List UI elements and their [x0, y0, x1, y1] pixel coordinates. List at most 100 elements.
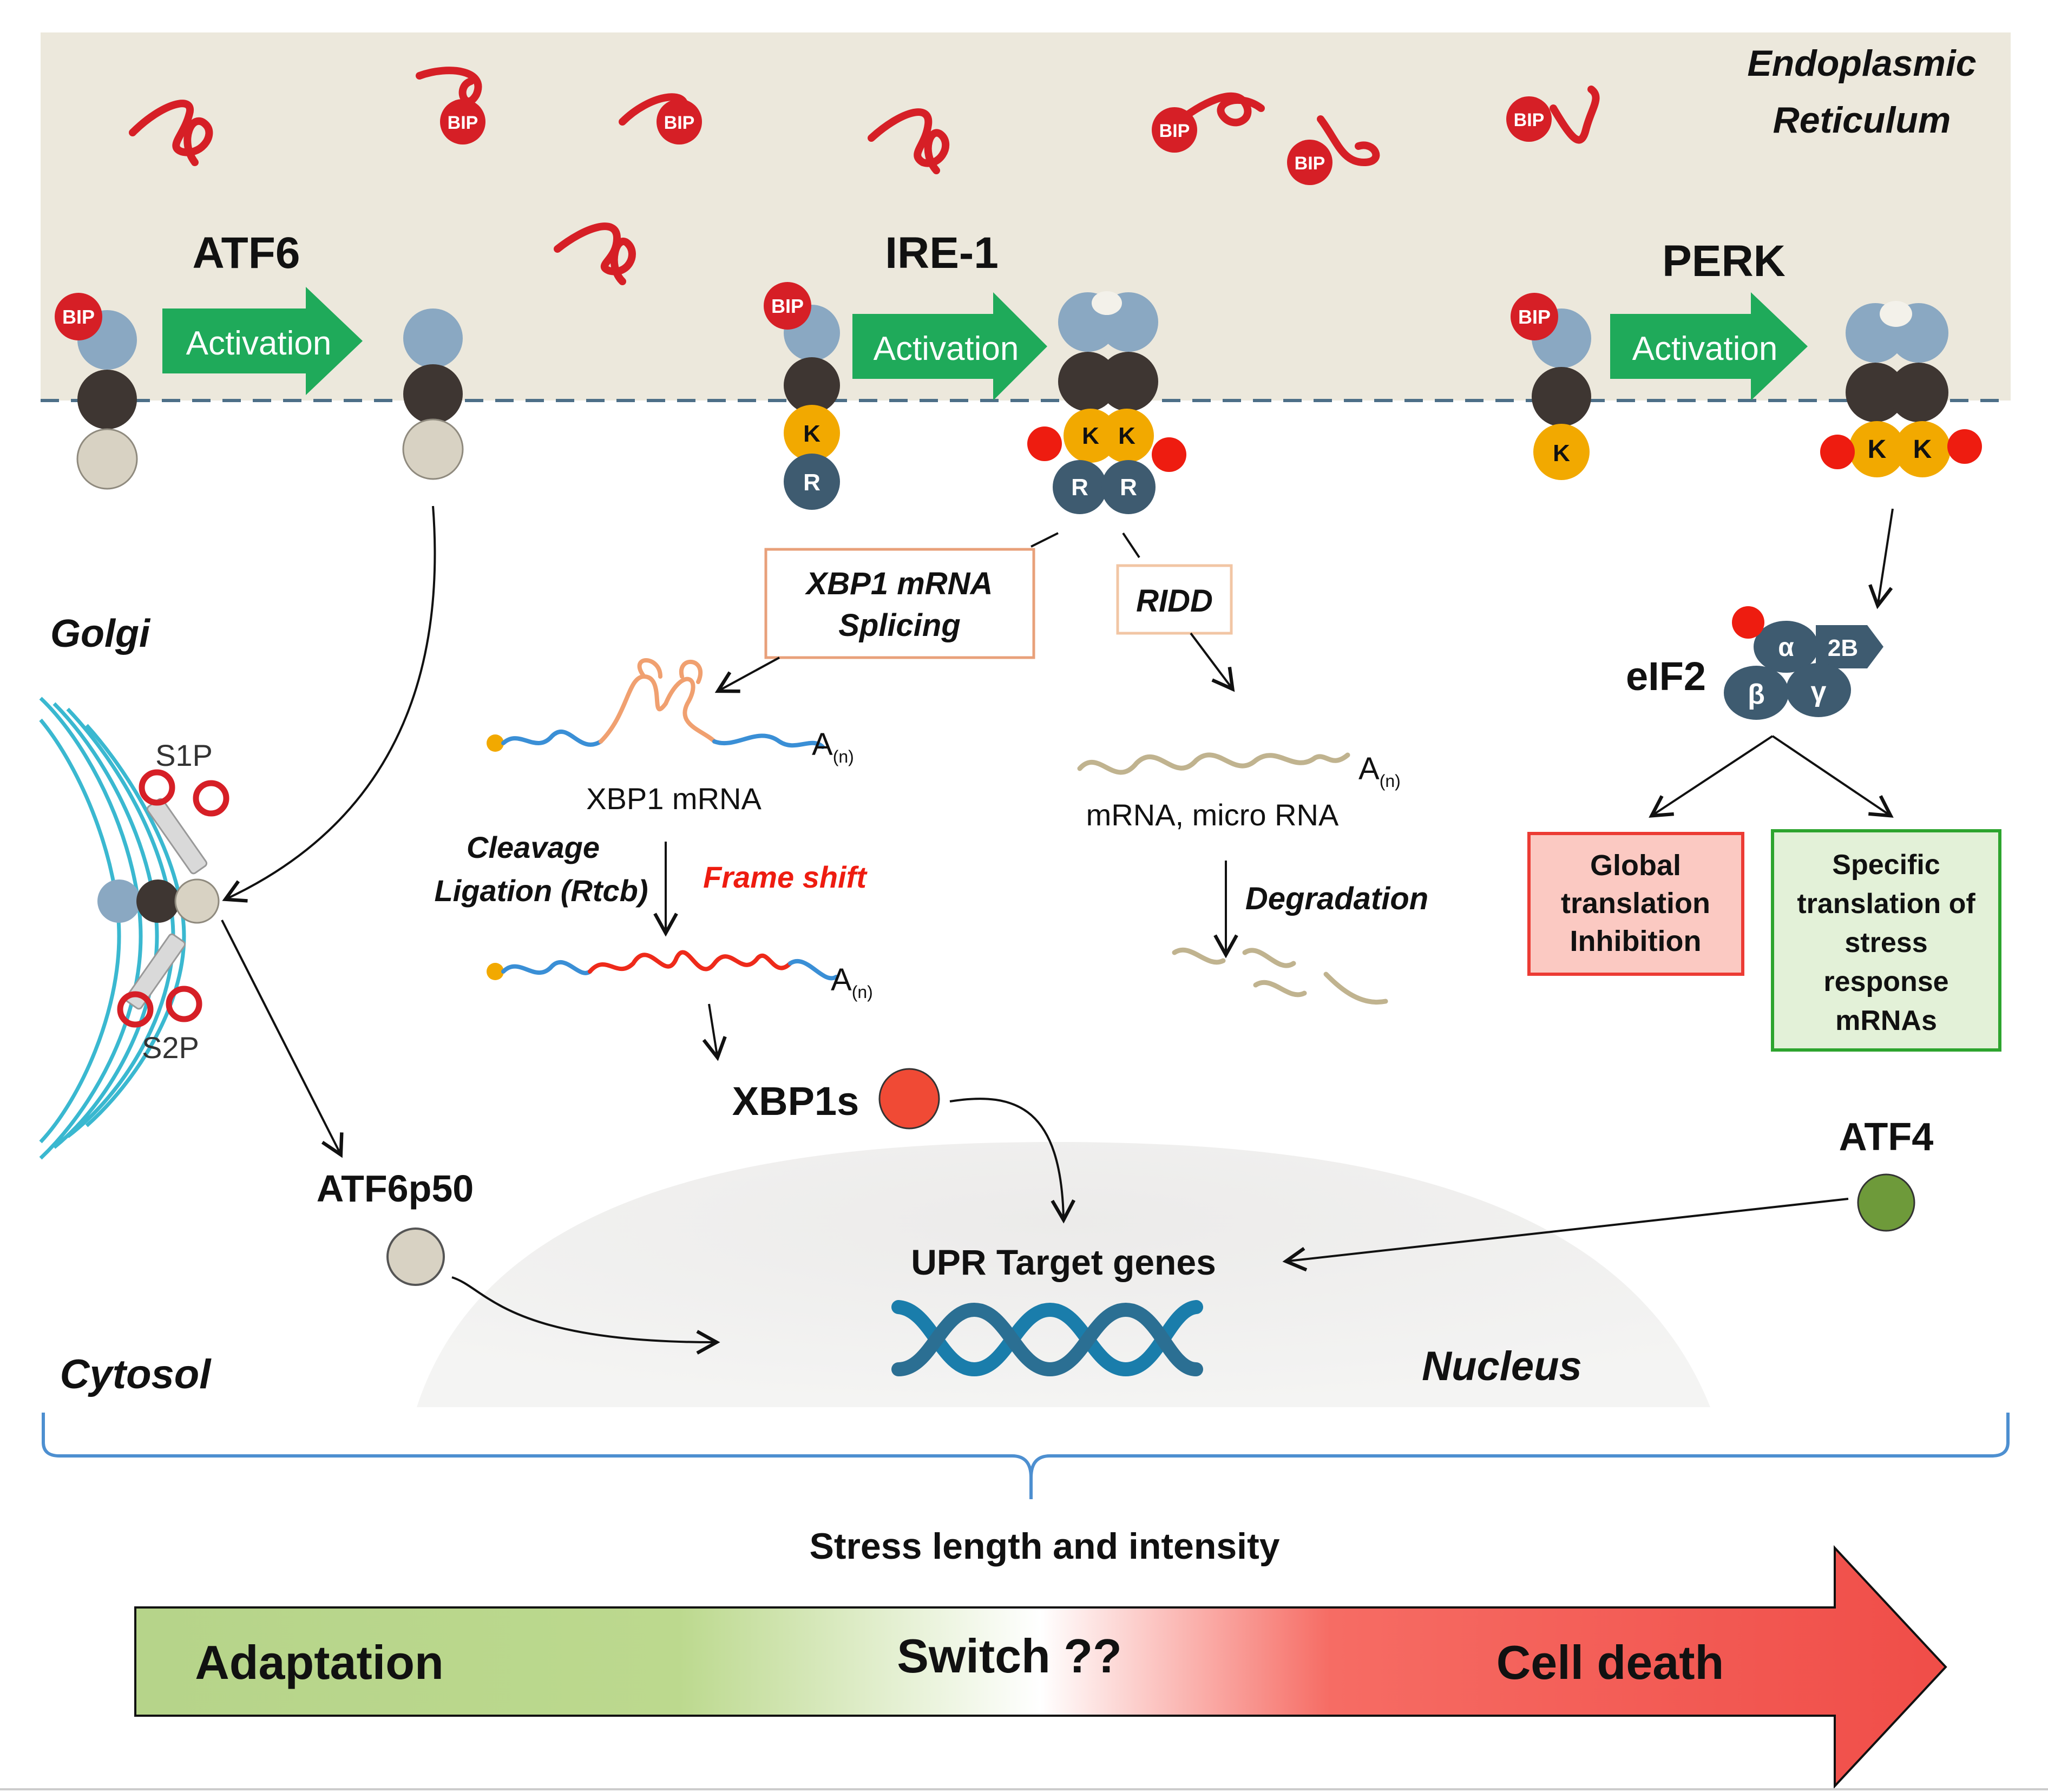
tm-domain [1846, 363, 1905, 422]
tm-domain [77, 370, 137, 429]
er-label-line2: Reticulum [1773, 100, 1951, 141]
activation-label: Activation [874, 330, 1019, 367]
tm-domain [403, 364, 463, 424]
s1p-protease: S1P [139, 738, 229, 875]
atf6p50-protein [386, 1228, 445, 1286]
er-label: Endoplasmic [1747, 43, 1976, 84]
golgi-to-atf6p50-arrow [221, 920, 344, 1158]
eif2-beta [1724, 666, 1789, 720]
bip-label: BIP [1295, 153, 1325, 174]
atf6-inactive: BIP [55, 293, 138, 490]
bip-label: BIP [62, 306, 95, 328]
nucleus-label: Nucleus [1422, 1343, 1582, 1389]
unfolded-protein [416, 67, 482, 106]
ire1-activation-arrow: Activation [852, 292, 1047, 401]
specific-box-text: Specific [1832, 849, 1940, 881]
ire1-title: IRE-1 [885, 228, 999, 278]
bip-chaperone [1287, 140, 1332, 185]
bip-bound [55, 293, 102, 340]
perk-title: PERK [1662, 237, 1786, 286]
bip-label: BIP [1514, 110, 1545, 130]
atf6-title: ATF6 [193, 228, 300, 278]
outcome-arrow [134, 1545, 1947, 1789]
cytosolic-domain [174, 878, 220, 924]
free-bip-group: BIP BIP BIP BIP BIP [440, 96, 1552, 185]
stress-brace [42, 1413, 2010, 1499]
poly-a-tail: A(n) [812, 727, 854, 766]
unfolded-protein [554, 222, 636, 285]
tm-domain [1889, 363, 1948, 422]
phospho-site [1947, 429, 1982, 464]
phospho-site [1027, 426, 1062, 461]
bip-label: BIP [448, 113, 478, 133]
xbp1-splicing-label: XBP1 mRNA [805, 566, 993, 601]
rnase-domain [1101, 460, 1156, 514]
tm-domain [1099, 352, 1158, 411]
ire1-to-ridd-line [1122, 532, 1140, 559]
global-box-text: translation [1561, 887, 1710, 920]
upr-target-genes-label: UPR Target genes [911, 1242, 1216, 1282]
kinase-label: K [1553, 440, 1570, 467]
bip-label: BIP [664, 113, 695, 133]
rnase-label: R [803, 469, 820, 496]
eif2b [1816, 625, 1883, 668]
perk-inactive: K BIP [1511, 293, 1591, 480]
xbp1s-label: XBP1s [732, 1079, 859, 1124]
kinase-label: K [1913, 435, 1932, 464]
bip-bound [764, 282, 811, 330]
rna-fragments [1172, 947, 1388, 1005]
eif2-to-global-arrow [1649, 735, 1774, 818]
tm-domain [1532, 367, 1591, 426]
ire1-to-splicing-line [1030, 532, 1059, 548]
perk-activation-arrow: Activation [1610, 292, 1808, 401]
ridd-substrate-mrna [1077, 752, 1350, 775]
cytosol-label: Cytosol [60, 1351, 212, 1397]
xbp1s-protein [878, 1068, 940, 1130]
xbp1-mrna-unspliced [487, 658, 825, 752]
phospho-site [1152, 437, 1186, 472]
rnase-label: R [1071, 474, 1088, 501]
ire1-active-dimer: K K R R [1027, 291, 1186, 514]
s2p-label: S2P [142, 1030, 199, 1065]
atf4-label: ATF4 [1839, 1115, 1934, 1159]
xbp1-splicing-box [764, 548, 1035, 659]
cytosolic-domain [76, 428, 138, 490]
global-box-text: Inhibition [1570, 925, 1702, 957]
mrna-micro-label: mRNA, micro RNA [1086, 798, 1339, 832]
poly-a-tail: A(n) [1358, 751, 1401, 791]
luminal-domain [97, 879, 141, 923]
atf4-to-nucleus-arrow [1282, 1198, 1849, 1272]
bip-chaperone [1506, 96, 1552, 142]
kinase-label: K [1082, 423, 1099, 449]
alpha-label: α [1778, 633, 1794, 662]
golgi-label: Golgi [50, 612, 151, 655]
phospho-site [1732, 606, 1764, 639]
phospho-site [1820, 435, 1855, 469]
eif2-to-specific-arrow [1771, 735, 1894, 818]
ridd-box [1116, 564, 1233, 635]
global-translation-box [1527, 832, 1744, 976]
kinase-domain [1849, 421, 1905, 477]
kinase-domain [1100, 409, 1154, 463]
kinase-domain [1894, 421, 1951, 477]
atf6-active [402, 308, 464, 480]
xbp1-splicing-label-line2: Splicing [838, 608, 961, 643]
atf6p50-label: ATF6p50 [317, 1167, 474, 1210]
poly-a-tail: A(n) [831, 962, 873, 1002]
atf6-activation-arrow: Activation [162, 287, 363, 395]
s1p-label: S1P [155, 738, 213, 772]
luminal-gap [1880, 301, 1912, 327]
eif2-label: eIF2 [1626, 654, 1706, 699]
specific-box-text: translation of [1797, 888, 1975, 920]
stress-label: Stress length and intensity [809, 1526, 1279, 1567]
bip-label: BIP [1518, 306, 1551, 328]
tm-domain [136, 879, 180, 923]
golgi-stack [39, 697, 186, 1160]
unfolded-protein [1171, 92, 1265, 128]
unfolded-protein [1550, 86, 1600, 144]
luminal-gap [1092, 291, 1122, 315]
cleavage-label: Cleavage [467, 830, 600, 864]
perk-to-eif2-arrow [1868, 508, 1894, 609]
s2p-protease: S2P [117, 933, 202, 1065]
